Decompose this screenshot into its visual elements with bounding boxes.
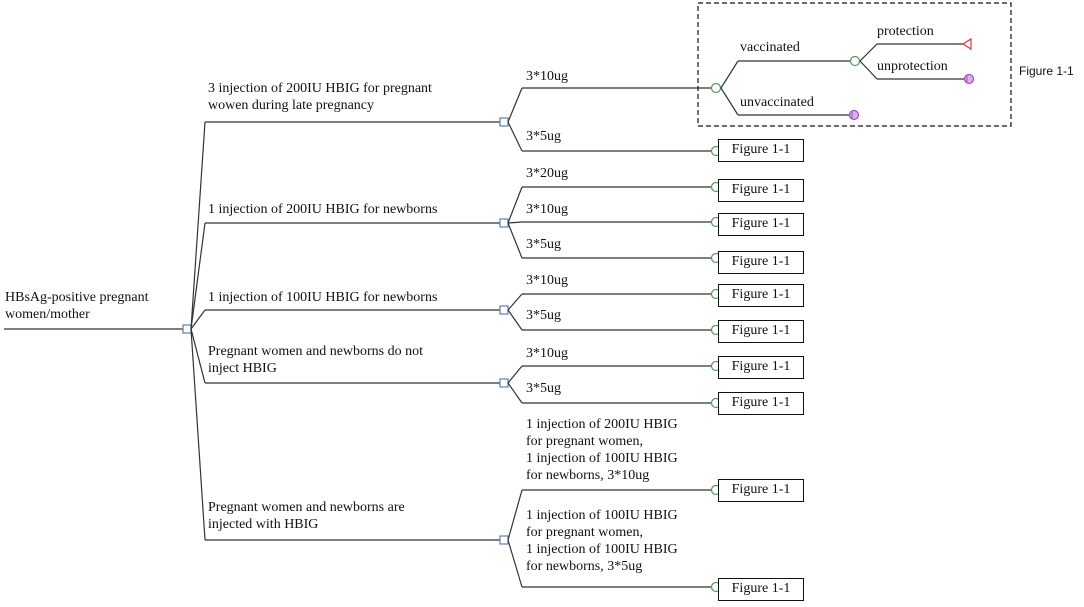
figure-reference-box: Figure 1-1 (718, 179, 804, 202)
option-label: 1 injection of 200IU HBIG for pregnant w… (526, 417, 678, 483)
connector-line (507, 121, 523, 152)
strategy-label-3: 1 injection of 100IU HBIG for newborns (208, 290, 438, 305)
connector-line (190, 328, 206, 384)
connector-line (507, 186, 523, 224)
figure-reference-box: Figure 1-1 (718, 356, 804, 379)
decision-node (499, 218, 509, 228)
vaccinated-label: vaccinated (740, 40, 800, 55)
chance-node (710, 82, 722, 94)
option-label: 3*10ug (526, 346, 568, 361)
connector-line (720, 87, 739, 116)
figure-reference-box: Figure 1-1 (718, 578, 804, 601)
connector-line (507, 222, 523, 259)
strategy-label-1: 3 injection of 200IU HBIG for pregnant w… (208, 81, 432, 113)
connector-line (507, 365, 523, 384)
decision-node (182, 324, 192, 334)
unprotection-label: unprotection (877, 59, 948, 74)
subtree-frame (697, 2, 1012, 127)
option-label: 1 injection of 100IU HBIG for pregnant w… (526, 508, 678, 574)
connector-line (507, 309, 523, 331)
connector-line (190, 328, 206, 541)
strategy-label-4: Pregnant women and newborns do not injec… (208, 344, 424, 376)
option-label: 3*5ug (526, 308, 561, 323)
option-label: 3*20ug (526, 166, 568, 181)
decision-node (499, 305, 509, 315)
connector-line (507, 293, 523, 311)
connector-line (859, 43, 878, 62)
terminal-node (961, 37, 972, 51)
figure-reference-box: Figure 1-1 (718, 251, 804, 274)
decision-node (499, 378, 509, 388)
figure-reference-box: Figure 1-1 (718, 284, 804, 307)
figure-reference-box: Figure 1-1 (718, 479, 804, 502)
connector-line (190, 222, 206, 330)
unvaccinated-label: unvaccinated (740, 95, 814, 110)
strategy-label-2: 1 injection of 200IU HBIG for newborns (208, 202, 438, 217)
strategy-label-5: Pregnant women and newborns are injected… (208, 500, 405, 532)
connector-line (720, 60, 739, 89)
option-label: 3*10ug (526, 273, 568, 288)
option-label: 3*10ug (526, 202, 568, 217)
connector-line (190, 121, 206, 330)
figure-reference-box: Figure 1-1 (718, 320, 804, 343)
figure-reference-box: Figure 1-1 (718, 213, 804, 236)
decision-node (499, 117, 509, 127)
protection-label: protection (877, 24, 934, 39)
option-label: 3*10ug (526, 69, 568, 84)
connector-line (507, 87, 523, 123)
markov-node (963, 73, 975, 85)
markov-node (848, 109, 860, 121)
chance-node (849, 55, 861, 67)
option-label: 3*5ug (526, 381, 561, 396)
figure-side-label: Figure 1-1 (1019, 64, 1074, 78)
figure-reference-box: Figure 1-1 (718, 392, 804, 415)
connector-line (859, 60, 878, 80)
root-label: HBsAg-positive pregnant women/mother (5, 290, 149, 322)
connector-line (507, 382, 523, 404)
figure-reference-box: Figure 1-1 (718, 139, 804, 162)
connector-line (507, 539, 523, 588)
connector-line (507, 221, 523, 224)
decision-node (499, 535, 509, 545)
option-label: 3*5ug (526, 129, 561, 144)
connector-line (507, 489, 523, 541)
option-label: 3*5ug (526, 237, 561, 252)
connector-line (190, 309, 206, 330)
